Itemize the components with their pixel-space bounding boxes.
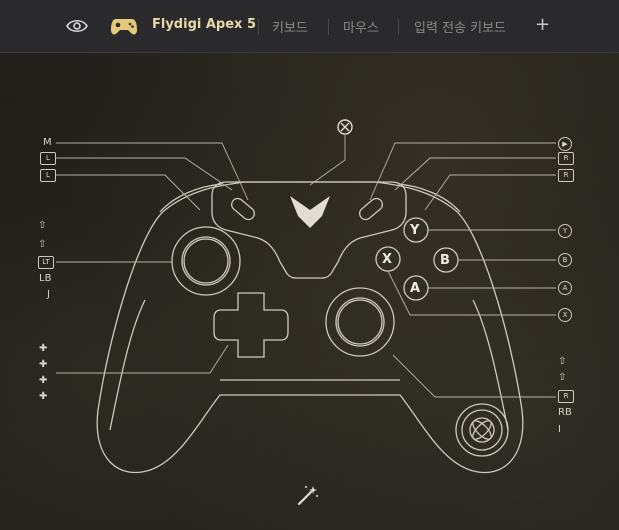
dpad-glyph-4[interactable]: ✚ [39, 391, 48, 402]
face-button-x[interactable]: X [382, 252, 393, 267]
face-button-y[interactable]: Y [410, 223, 420, 238]
key-r2[interactable]: R [558, 169, 574, 182]
magic-wand-icon[interactable] [296, 483, 320, 507]
key-l2[interactable]: L [40, 169, 56, 182]
face-button-b[interactable]: B [440, 253, 450, 268]
center-panel [211, 181, 407, 279]
eye-icon[interactable] [66, 18, 88, 34]
left-up-glyph-1[interactable]: ⇧ [38, 220, 47, 231]
right-glyph-2[interactable]: ⇧ [558, 372, 567, 383]
label-j[interactable]: J [47, 289, 50, 300]
callout-b[interactable]: B [558, 253, 572, 267]
controller-diagram [56, 135, 556, 474]
controller-outline [96, 181, 524, 474]
tab-input-keyboard[interactable]: 입력 전송 키보드 [414, 21, 506, 36]
face-button-a[interactable]: A [410, 281, 421, 296]
key-l1[interactable]: L [40, 152, 56, 165]
right-rb-glyph[interactable]: RB [558, 407, 572, 418]
callout-x[interactable]: X [558, 308, 572, 322]
separator [398, 19, 399, 35]
key-lt[interactable]: LT [38, 256, 54, 269]
label-i[interactable]: I [558, 424, 561, 435]
callout-a[interactable]: A [558, 281, 572, 295]
menu-play-icon[interactable]: ▶ [558, 137, 572, 151]
controller-mapping-area: Y B X A M L L ⇧ ⇧ LT LB J ✚ ✚ ✚ ✚ ▶ R R … [0, 53, 619, 530]
xbox-icon[interactable] [337, 119, 353, 135]
label-m[interactable]: M [43, 137, 52, 148]
dpad-glyph-2[interactable]: ✚ [39, 359, 48, 370]
separator [328, 19, 329, 35]
key-rt[interactable]: R [558, 390, 574, 403]
separator [258, 19, 259, 35]
right-glyph-1[interactable]: ⇧ [558, 356, 567, 367]
key-r1[interactable]: R [558, 152, 574, 165]
gamepad-icon [111, 19, 137, 35]
tab-keyboard[interactable]: 키보드 [272, 21, 308, 36]
device-name[interactable]: Flydigi Apex 5 [152, 17, 256, 32]
callout-y[interactable]: Y [558, 224, 572, 238]
left-up-glyph-2[interactable]: ⇧ [38, 239, 47, 250]
dpad-glyph-1[interactable]: ✚ [39, 343, 48, 354]
tab-mouse[interactable]: 마우스 [343, 21, 379, 36]
dpad-glyph-3[interactable]: ✚ [39, 375, 48, 386]
add-tab-button[interactable]: + [535, 14, 551, 35]
top-toolbar: Flydigi Apex 5 키보드 마우스 입력 전송 키보드 + [0, 0, 619, 53]
dpad [213, 292, 289, 358]
brand-logo [290, 196, 330, 228]
left-lb-glyph[interactable]: LB [39, 273, 52, 284]
